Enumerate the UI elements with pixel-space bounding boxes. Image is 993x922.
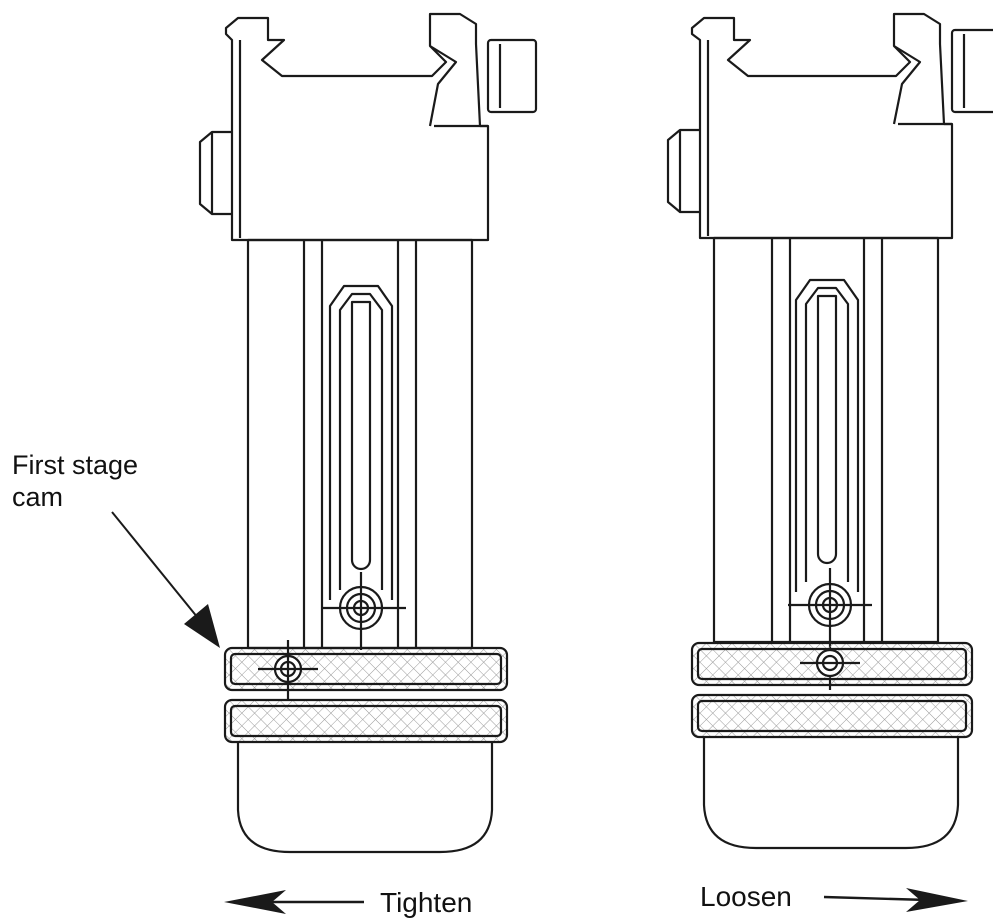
tighten-indicator: Tighten — [224, 887, 472, 918]
body-frame — [712, 236, 940, 644]
loosen-arrow-head — [906, 888, 968, 912]
second-band-inner — [229, 704, 503, 738]
adjustment-slot — [328, 284, 394, 600]
loosen-indicator: Loosen — [700, 881, 968, 912]
slot-groove — [350, 300, 372, 571]
side-button — [666, 128, 700, 214]
tighten-view — [198, 12, 538, 854]
loosen-view — [666, 12, 993, 850]
side-button — [198, 130, 232, 216]
bottom-cup — [702, 737, 960, 850]
second-band — [690, 693, 974, 739]
clamp-jaw — [892, 45, 922, 125]
tighten-arrow-head — [224, 890, 286, 914]
slot-groove — [816, 294, 838, 565]
rail-clamp — [224, 12, 490, 242]
adjustment-slot — [794, 278, 860, 592]
second-band-inner — [696, 699, 968, 733]
loosen-arrow-shaft — [823, 895, 929, 902]
callout-leader-line — [111, 511, 199, 619]
callout-label-line2: cam — [12, 482, 63, 512]
slot-inner — [804, 286, 850, 582]
cam-band-inner — [696, 647, 968, 681]
clamp-screw-knob — [950, 28, 993, 114]
rail-clamp — [690, 12, 954, 240]
loosen-label: Loosen — [700, 881, 792, 912]
bottom-cup — [236, 742, 494, 854]
slot-inner — [338, 292, 384, 590]
clamp-jaw — [428, 45, 458, 127]
clamp-screw-knob — [486, 38, 538, 114]
cam-band-inner — [229, 652, 503, 686]
callout: First stage cam — [12, 450, 220, 648]
tighten-label: Tighten — [380, 887, 472, 918]
callout-label-line1: First stage — [12, 450, 138, 480]
callout-arrowhead — [184, 604, 220, 648]
second-band — [223, 698, 509, 744]
